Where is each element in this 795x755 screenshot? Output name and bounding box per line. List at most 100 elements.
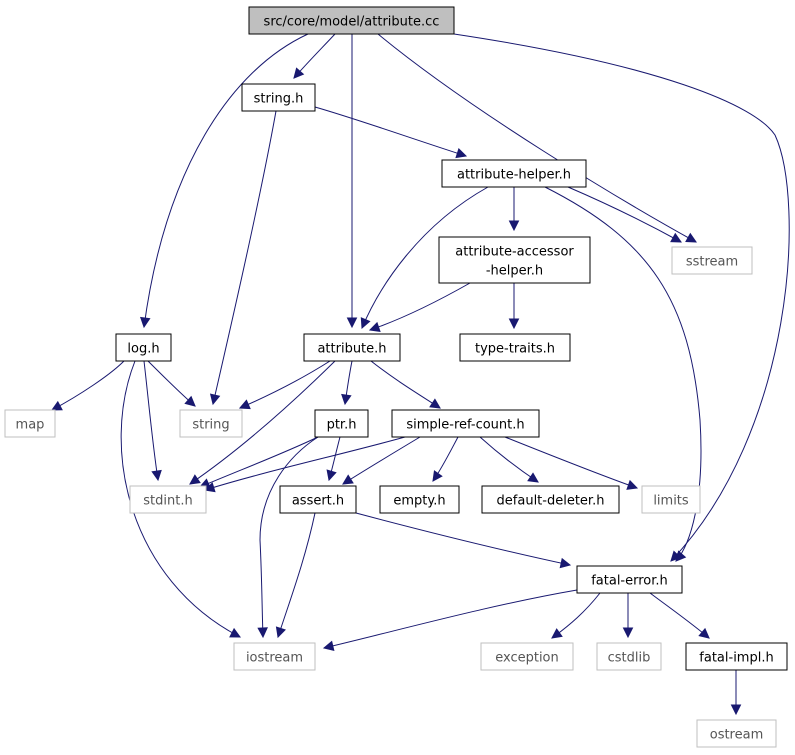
edge-log-h-to-string bbox=[147, 360, 196, 407]
edge-line bbox=[504, 436, 638, 489]
edge-attribute-h-to-ptr-h bbox=[341, 360, 353, 406]
edge-assert-h-to-fatal-error-h bbox=[355, 512, 572, 569]
node-string-h[interactable]: string.h bbox=[241, 83, 316, 112]
node-label: log.h bbox=[127, 342, 159, 357]
node-box bbox=[115, 333, 172, 362]
edge-attribute-helper-h-to-sstream bbox=[567, 186, 682, 243]
edge-fatal-error-h-to-exception bbox=[551, 592, 601, 639]
edge-arrowhead bbox=[559, 557, 572, 569]
edge-line bbox=[323, 589, 578, 649]
edge-simple-ref-count-h-to-limits bbox=[504, 436, 639, 490]
node-label: map bbox=[16, 418, 45, 433]
edge-line bbox=[199, 436, 319, 488]
edge-arrowhead bbox=[508, 318, 520, 330]
node-box bbox=[685, 642, 788, 671]
edge-attribute-helper-h-to-attribute-accessor-helper-h bbox=[508, 186, 520, 232]
node-label: string.h bbox=[254, 92, 304, 107]
node-sstream: sstream bbox=[671, 246, 753, 275]
node-assert-h[interactable]: assert.h bbox=[279, 485, 357, 514]
edge-line bbox=[370, 360, 441, 409]
node-fatal-error-h[interactable]: fatal-error.h bbox=[576, 565, 683, 594]
edge-line bbox=[355, 512, 571, 566]
node-box bbox=[480, 642, 574, 671]
node-stdint-h: stdint.h bbox=[129, 485, 207, 514]
edge-arrowhead bbox=[346, 317, 358, 329]
edge-arrowhead bbox=[151, 469, 162, 482]
edge-arrowhead bbox=[675, 550, 687, 562]
node-log-h[interactable]: log.h bbox=[115, 333, 172, 362]
node-box bbox=[596, 642, 662, 671]
edge-assert-h-to-iostream bbox=[275, 512, 316, 639]
edge-line bbox=[204, 436, 406, 491]
node-attribute-accessor-helper-h[interactable]: attribute-accessor-helper.h bbox=[438, 236, 591, 284]
node-simple-ref-count-h[interactable]: simple-ref-count.h bbox=[391, 409, 540, 438]
edge-arrowhead bbox=[685, 232, 697, 243]
edge-line bbox=[342, 436, 421, 485]
edge-fatal-impl-h-to-ostream bbox=[730, 670, 742, 716]
node-label: ostream bbox=[710, 728, 764, 743]
edge-attribute-cc-to-fatal-error-h bbox=[453, 33, 790, 562]
edge-line bbox=[479, 436, 539, 483]
node-attribute-h[interactable]: attribute.h bbox=[303, 333, 401, 362]
edge-ptr-h-to-assert-h bbox=[326, 436, 341, 482]
node-box bbox=[4, 409, 56, 438]
node-box bbox=[379, 485, 460, 514]
node-type-traits-h[interactable]: type-traits.h bbox=[459, 333, 571, 362]
edge-attribute-accessor-helper-h-to-type-traits-h bbox=[508, 282, 520, 330]
node-box bbox=[279, 485, 357, 514]
edge-arrowhead bbox=[508, 220, 520, 232]
node-label: src/core/model/attribute.cc bbox=[264, 15, 440, 30]
node-box bbox=[179, 409, 243, 438]
node-label: empty.h bbox=[393, 494, 445, 509]
node-box bbox=[671, 246, 753, 275]
edge-attribute-cc-to-log-h bbox=[139, 33, 309, 329]
node-ptr-h[interactable]: ptr.h bbox=[314, 409, 369, 438]
node-label: sstream bbox=[686, 255, 738, 270]
edge-fatal-error-h-to-iostream bbox=[322, 589, 578, 651]
edge-line bbox=[369, 282, 471, 331]
edge-arrowhead bbox=[698, 627, 710, 639]
edge-attribute-helper-h-to-fatal-error-h bbox=[544, 186, 702, 562]
edge-arrowhead bbox=[189, 474, 201, 485]
node-box bbox=[241, 83, 316, 112]
edge-arrowhead bbox=[622, 627, 634, 639]
edge-ptr-h-to-stdint-h bbox=[198, 436, 319, 489]
node-fatal-impl-h[interactable]: fatal-impl.h bbox=[685, 642, 788, 671]
edge-arrowhead bbox=[322, 640, 335, 651]
node-box bbox=[481, 485, 620, 514]
node-box bbox=[314, 409, 369, 438]
node-attribute-helper-h[interactable]: attribute-helper.h bbox=[441, 159, 587, 188]
edge-line bbox=[143, 360, 159, 481]
edge-line bbox=[189, 360, 336, 485]
edge-line bbox=[377, 33, 697, 243]
node-label: fatal-error.h bbox=[591, 574, 668, 589]
edge-arrowhead bbox=[341, 393, 352, 406]
node-label: -helper.h bbox=[486, 264, 543, 279]
node-label: string bbox=[192, 418, 229, 433]
edge-attribute-cc-to-string-h bbox=[293, 33, 336, 79]
edge-line bbox=[361, 186, 489, 329]
edge-arrowhead bbox=[455, 148, 468, 159]
edge-line bbox=[147, 360, 196, 407]
node-box bbox=[391, 409, 540, 438]
node-label: type-traits.h bbox=[475, 342, 555, 357]
node-attribute-cc[interactable]: src/core/model/attribute.cc bbox=[248, 6, 455, 35]
edge-simple-ref-count-h-to-default-deleter-h bbox=[479, 436, 539, 483]
node-label: cstdlib bbox=[608, 651, 651, 666]
edge-arrowhead bbox=[527, 472, 539, 483]
node-empty-h[interactable]: empty.h bbox=[379, 485, 460, 514]
edge-attribute-helper-h-to-attribute-h bbox=[360, 186, 489, 330]
node-box bbox=[233, 642, 316, 671]
node-map: map bbox=[4, 409, 56, 438]
edge-string-h-to-attribute-helper-h bbox=[314, 106, 468, 159]
edge-arrowhead bbox=[360, 317, 371, 330]
edge-line bbox=[259, 436, 319, 638]
edge-arrowhead bbox=[551, 628, 563, 639]
edge-arrowhead bbox=[51, 400, 63, 411]
edge-arrowhead bbox=[429, 398, 441, 409]
edge-simple-ref-count-h-to-empty-h bbox=[432, 436, 459, 482]
edge-arrowhead bbox=[326, 469, 337, 482]
node-default-deleter-h[interactable]: default-deleter.h bbox=[481, 485, 620, 514]
node-label: stdint.h bbox=[143, 494, 192, 509]
